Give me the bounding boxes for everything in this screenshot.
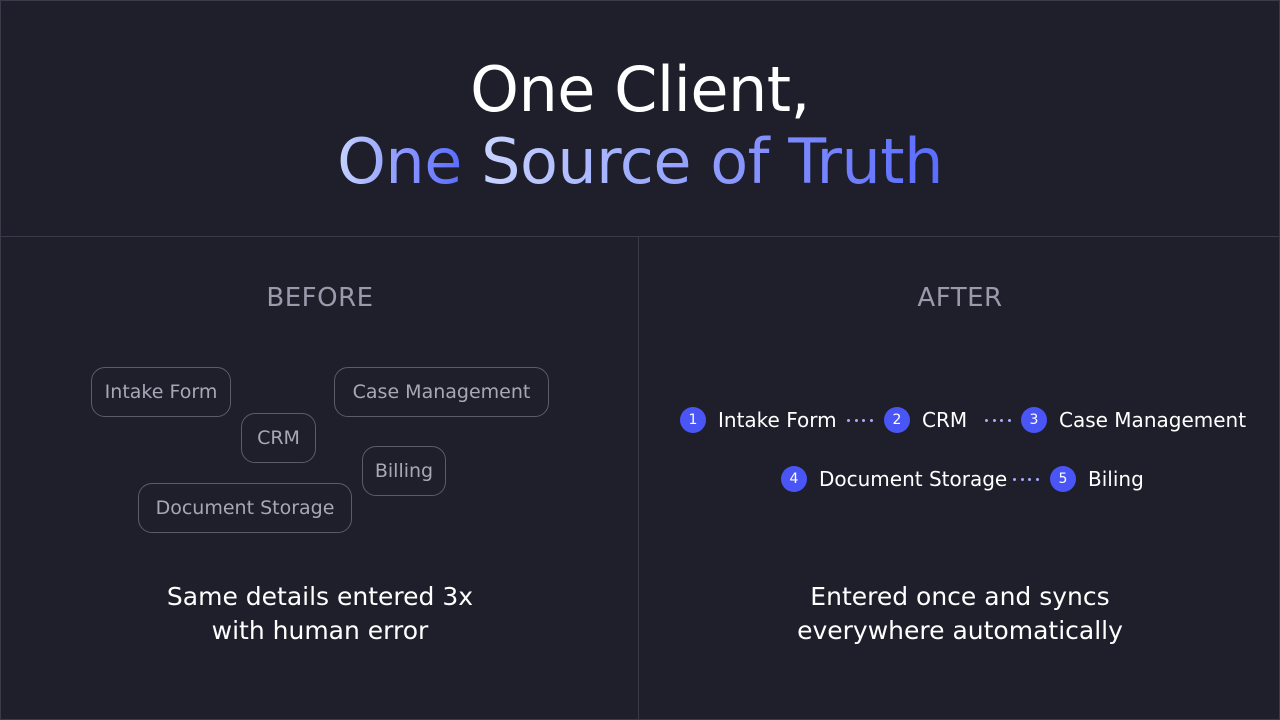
pill-billing: Billing	[362, 446, 446, 496]
before-label: BEFORE	[266, 283, 374, 313]
connector-dots	[1013, 477, 1039, 481]
step-number-badge: 4	[781, 466, 807, 492]
pill-document-storage: Document Storage	[138, 483, 352, 533]
step-number-badge: 5	[1050, 466, 1076, 492]
after-caption-line-2: everywhere automatically	[797, 616, 1123, 645]
step-number-badge: 2	[884, 407, 910, 433]
before-caption: Same details entered 3x with human error	[40, 580, 600, 648]
step-number-badge: 3	[1021, 407, 1047, 433]
pill-intake-form: Intake Form	[91, 367, 231, 417]
before-caption-line-2: with human error	[211, 616, 429, 645]
after-caption: Entered once and syncs everywhere automa…	[680, 580, 1240, 648]
column-divider	[638, 237, 639, 719]
before-caption-line-1: Same details entered 3x	[166, 582, 474, 611]
step-crm: 2 CRM	[884, 406, 967, 434]
step-number-badge: 1	[680, 407, 706, 433]
connector-dots	[985, 418, 1011, 422]
title-line-1: One Client,	[470, 53, 810, 126]
title-line-2-highlight: Source of Truth	[481, 125, 943, 198]
title-line-2-prefix: One	[337, 125, 462, 198]
step-label: Intake Form	[718, 408, 837, 432]
after-label: AFTER	[917, 283, 1003, 313]
title-section: One Client, One Source of Truth	[1, 1, 1279, 237]
step-case-management: 3 Case Management	[1021, 406, 1246, 434]
step-label: CRM	[922, 408, 968, 432]
connector-dots	[847, 418, 873, 422]
pill-crm: CRM	[241, 413, 316, 463]
after-caption-line-1: Entered once and syncs	[810, 582, 1110, 611]
step-document-storage: 4 Document Storage	[781, 465, 1007, 493]
step-billing: 5 Biling	[1050, 465, 1144, 493]
step-label: Case Management	[1059, 408, 1247, 432]
pill-case-management: Case Management	[334, 367, 549, 417]
step-intake-form: 1 Intake Form	[680, 406, 837, 434]
step-label: Biling	[1088, 467, 1144, 491]
step-label: Document Storage	[819, 467, 1008, 491]
title-line-2: One Source of Truth	[1, 125, 1279, 199]
